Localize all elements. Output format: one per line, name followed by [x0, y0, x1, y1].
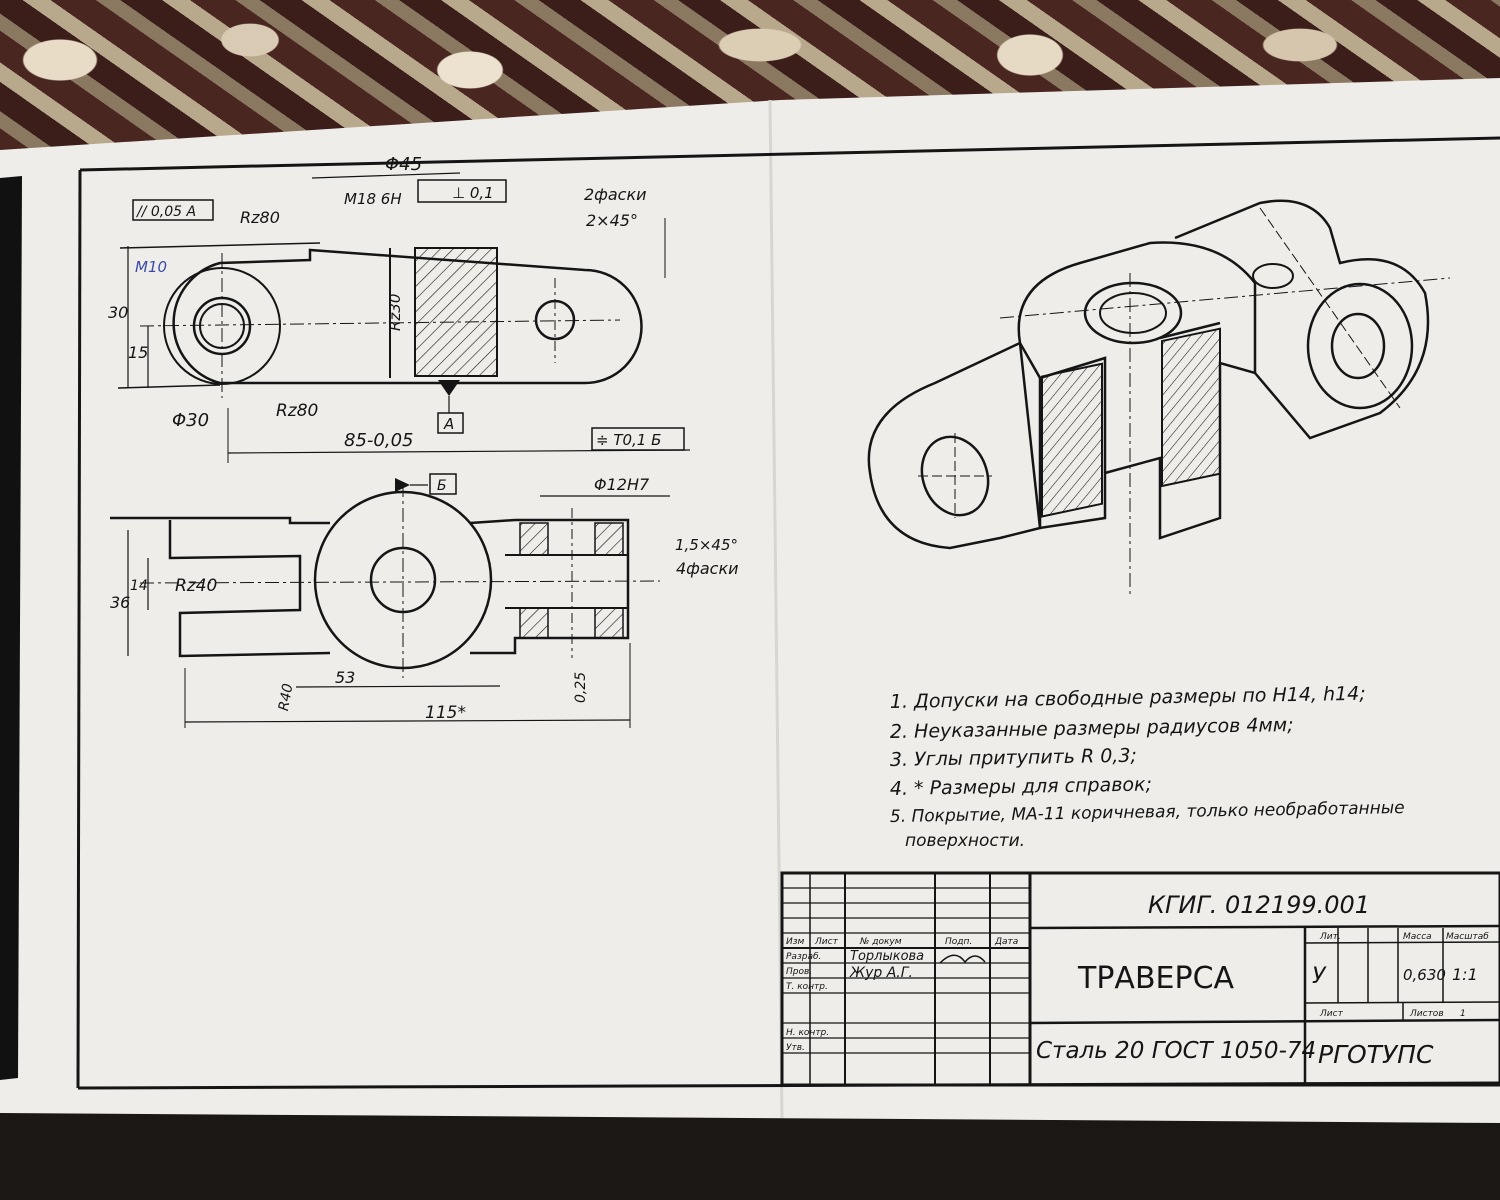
dim-chamfers-size: 2×45°	[586, 211, 638, 230]
name-prov: Жур А.Г.	[849, 965, 913, 981]
row-utv: Утв.	[786, 1043, 805, 1053]
dim-d12: Φ12H7	[594, 475, 650, 494]
tol-parallel: // 0,05 А	[135, 204, 196, 220]
col-doc: № докум	[859, 937, 902, 947]
part-name: ТРАВЕРСА	[1077, 961, 1235, 996]
row-tkontr: Т. контр.	[786, 982, 828, 992]
drawing-sheet: Φ45 M18 6H ⊥ 0,1 2фаски 2×45° // 0,05 А …	[0, 78, 1500, 1148]
dim-115: 115*	[425, 703, 466, 723]
top-view: Б Φ12H7 1,5×45° 4фаски 36 14 Rz40 R40 53…	[110, 473, 739, 728]
col-izm: Изм	[786, 937, 805, 947]
tol-symmetry: ≑ T0,1 Б	[596, 431, 661, 449]
dim-rz40: Rz40	[175, 576, 217, 596]
dim-thread: M18 6H	[344, 190, 402, 208]
dim-rz30: Rz30	[386, 294, 404, 331]
note-5-cont: поверхности.	[905, 831, 1025, 851]
row-razrab: Разраб.	[786, 952, 821, 962]
frame-left	[76, 169, 82, 1089]
dim-rz80-bottom: Rz80	[276, 401, 318, 421]
dim-chamfer-count: 4фаски	[676, 559, 739, 578]
dim-chamfers-label: 2фаски	[584, 185, 647, 204]
note-4: 4. * Размеры для справок;	[890, 773, 1152, 800]
dim-rz80-top: Rz80	[240, 208, 280, 227]
dim-h15: 15	[128, 343, 148, 362]
col-date: Дата	[994, 937, 1018, 947]
dim-roughness: 0,25	[573, 672, 589, 703]
sheets-label: Листов	[1409, 1009, 1444, 1019]
sheet-label: Лист	[1319, 1009, 1344, 1019]
dim-h30: 30	[108, 303, 128, 322]
row-prov: Пров.	[786, 967, 812, 977]
paper	[0, 78, 1500, 1123]
datum-a: А	[443, 415, 454, 433]
lit-value: У	[1312, 964, 1327, 989]
datum-b: Б	[437, 478, 447, 494]
isometric-view	[867, 199, 1451, 598]
dim-d45: Φ45	[385, 154, 422, 175]
material: Сталь 20 ГОСТ 1050-74	[1036, 1038, 1316, 1064]
dim-d30: Φ30	[172, 410, 209, 431]
drawing-code: КГИГ. 012199.001	[1148, 891, 1370, 919]
mass-value: 0,630	[1403, 966, 1446, 984]
dim-h14: 14	[130, 578, 148, 594]
row-nkontr: Н. контр.	[786, 1028, 829, 1038]
front-view: Φ45 M18 6H ⊥ 0,1 2фаски 2×45° // 0,05 А …	[108, 154, 691, 463]
dim-chamfer-small: 1,5×45°	[675, 536, 738, 554]
scale-label: Масштаб	[1446, 932, 1489, 942]
organization: РГОТУПС	[1318, 1040, 1434, 1069]
dim-53: 53	[335, 668, 355, 687]
tol-perp: ⊥ 0,1	[452, 184, 494, 202]
title-block: Изм Лист № докум Подп. Дата Разраб. Пров…	[780, 871, 1500, 1087]
mass-label: Масса	[1403, 932, 1432, 942]
dim-85: 85-0,05	[344, 430, 413, 451]
col-sign: Подп.	[945, 937, 972, 947]
scale-value: 1:1	[1452, 965, 1478, 984]
dim-m10: M10	[135, 258, 167, 276]
dim-r40: R40	[276, 682, 297, 712]
note-3: 3. Углы притупить R 0,3;	[890, 745, 1137, 771]
sheets-value: 1	[1460, 1009, 1466, 1019]
name-razrab: Торлыкова	[850, 949, 924, 964]
col-list: Лист	[814, 937, 839, 947]
dim-h36: 36	[110, 593, 130, 612]
frame-top	[79, 136, 1500, 172]
lit-label: Лит.	[1319, 932, 1341, 942]
